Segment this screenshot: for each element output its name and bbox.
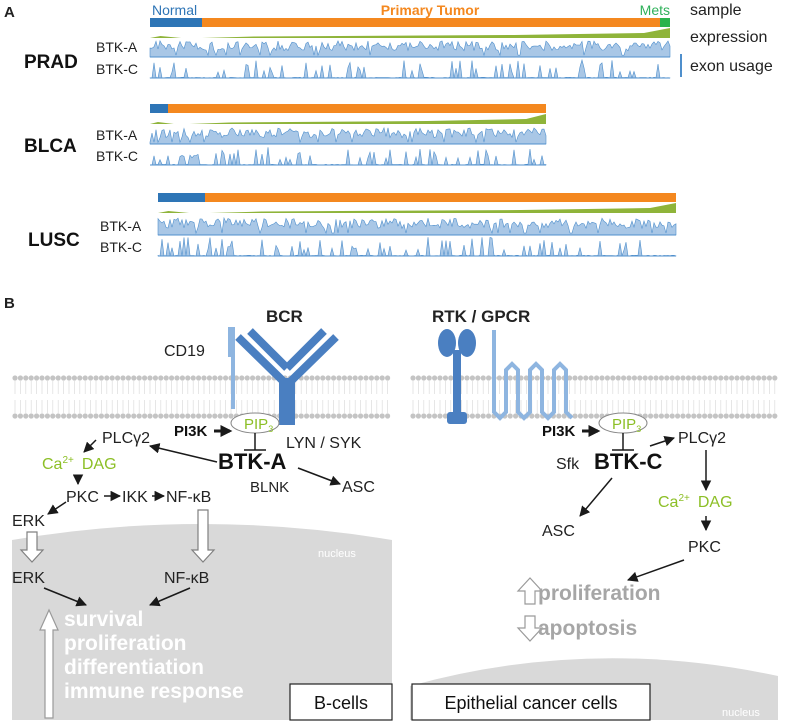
arrow-nfkb-to-outcomes (149, 587, 191, 607)
arrow-pkc-to-outcomes (627, 559, 685, 582)
exon-usage-track-btk-a (149, 126, 547, 145)
epithelial-box (411, 683, 651, 721)
bcr-receptor (235, 328, 339, 425)
bcells-box-label: B-cells (314, 693, 368, 713)
outcome-proliferation: proliferation (538, 582, 661, 605)
arrow-pkc-to-erk (47, 501, 67, 515)
outcome-up-arrow (39, 608, 59, 719)
exon-usage-track-btk-c (149, 58, 671, 79)
sample-label-normal: Normal (152, 2, 197, 18)
arrow-btk-to-plcg2 (649, 436, 675, 447)
blnk-label: BLNK (250, 479, 289, 496)
sample-bar-normal (150, 104, 168, 113)
sfk-label: Sfk (556, 456, 580, 473)
isoform-label-c: BTK-C (96, 61, 138, 77)
btk-a-label: BTK-A (218, 449, 287, 474)
isoform-label-c: BTK-C (96, 148, 138, 164)
arrow-btk-to-plcg2 (148, 443, 218, 463)
bcell-panel: nucleus CD19 BCR PIP3 PI3K LYN / SYK PLC (12, 307, 393, 721)
bcells-box (289, 683, 393, 721)
isoform-label-a: BTK-A (100, 218, 142, 234)
btk-c-label: BTK-C (594, 449, 663, 474)
plcg2-label: PLCγ2 (678, 430, 726, 447)
sample-bar-mets (660, 18, 670, 27)
legend-exon-usage: exon usage (690, 58, 773, 75)
pip3-label: PIP3 (612, 416, 641, 434)
cancer-name: PRAD (24, 52, 78, 73)
exon-usage-track-btk-a (157, 216, 677, 236)
epithelial-membrane (410, 375, 778, 419)
outcome-apoptosis: apoptosis (538, 617, 637, 640)
erk-translocation-arrow (19, 531, 45, 563)
cancer-name: LUSC (28, 230, 80, 251)
epithelial-box-label: Epithelial cancer cells (444, 693, 617, 713)
arrow-erk-to-outcomes (43, 587, 87, 607)
cancer-group-prad: PRAD BTK-A BTK-C (24, 18, 671, 79)
sample-bar-normal (158, 193, 205, 202)
arrow-plcg2-to-ca (83, 439, 97, 453)
outcome-survival: survival (64, 608, 143, 631)
epithelial-nucleus-label: nucleus (722, 707, 760, 719)
apoptosis-down-arrow (516, 615, 544, 642)
legend-sample: sample (690, 2, 742, 19)
isoform-label-a: BTK-A (96, 127, 138, 143)
sample-bar-primary-tumor (205, 193, 676, 202)
sample-bar-primary-tumor (202, 18, 660, 27)
sample-label-mets: Mets (640, 2, 670, 18)
pkc-label: PKC (66, 489, 99, 506)
bcell-nucleus-label: nucleus (318, 548, 356, 560)
isoform-label-a: BTK-A (96, 39, 138, 55)
epithelial-panel: nucleus RTK / GPCR PIP3 PI3K PLCγ2 Sfk B… (410, 307, 778, 721)
nfkb-nuclear-label: NF-κB (164, 570, 209, 587)
proliferation-up-arrow (516, 577, 544, 605)
gpcr-receptor (492, 330, 574, 421)
nfkb-translocation-arrow (190, 509, 216, 563)
cancer-group-lusc: LUSC BTK-A BTK-C (28, 193, 677, 257)
sample-bar-normal (150, 18, 202, 27)
cancer-name: BLCA (24, 136, 77, 157)
plcg2-label: PLCγ2 (102, 430, 150, 447)
expression-track (150, 28, 670, 38)
rtk-receptor (438, 329, 476, 424)
bcell-nucleus (12, 524, 392, 720)
panel-a-label: A (4, 4, 15, 21)
pi3k-label: PI3K (542, 423, 576, 440)
cd19-receptor (228, 327, 235, 409)
ca-dag-label: Ca2+DAG (658, 493, 733, 511)
rtk-gpcr-label: RTK / GPCR (432, 307, 530, 326)
exon-usage-track-btk-c (157, 236, 677, 257)
asc-label: ASC (542, 523, 575, 540)
erk-label: ERK (12, 513, 45, 530)
ca-dag-label: Ca2+DAG (42, 455, 117, 473)
arrow-btk-to-asc (297, 467, 341, 486)
pip3-label: PIP3 (244, 416, 273, 434)
pi3k-label: PI3K (174, 423, 208, 440)
erk-nuclear-label: ERK (12, 570, 45, 587)
outcome-immune-response: immune response (64, 680, 244, 703)
asc-label: ASC (342, 479, 375, 496)
lyn-syk-label: LYN / SYK (286, 435, 362, 452)
cancer-group-blca: BLCA BTK-A BTK-C (24, 104, 547, 166)
expression-track (158, 203, 677, 213)
outcome-proliferation: proliferation (64, 632, 187, 655)
nfkb-label: NF-κB (166, 489, 211, 506)
exon-usage-track-btk-a (149, 39, 671, 58)
outcome-differentiation: differentiation (64, 656, 204, 679)
bcr-label: BCR (266, 307, 303, 326)
sample-label-primary-tumor: Primary Tumor (381, 2, 480, 18)
bcell-membrane (12, 375, 391, 419)
panel-b-label: B (4, 295, 15, 312)
legend-expression: expression (690, 29, 767, 46)
isoform-label-c: BTK-C (100, 239, 142, 255)
cd19-label: CD19 (164, 343, 205, 360)
arrow-btk-to-asc (579, 477, 613, 517)
sample-bar-primary-tumor (168, 104, 546, 113)
pkc-label: PKC (688, 539, 721, 556)
ikk-label: IKK (122, 489, 148, 506)
expression-track (150, 114, 546, 124)
exon-usage-track-btk-c (149, 147, 547, 166)
